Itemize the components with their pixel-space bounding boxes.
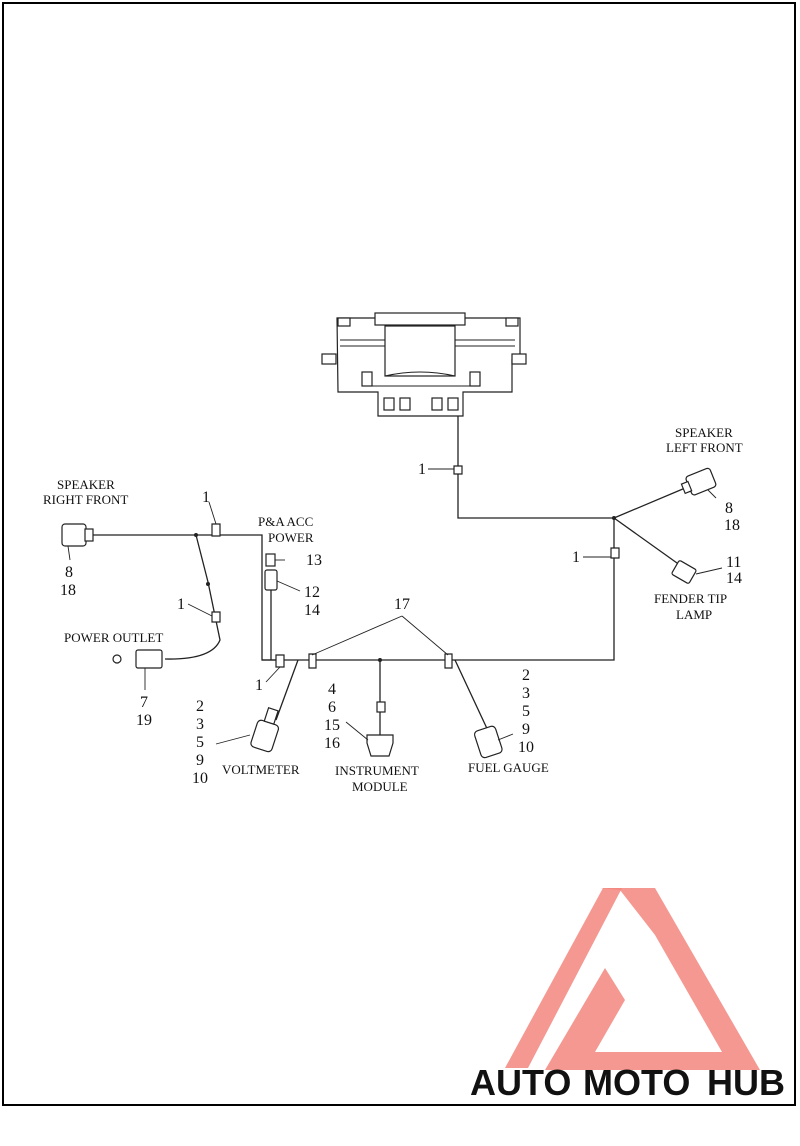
label-speaker-right-line1: SPEAKER [57, 477, 115, 492]
callout-fuel-9: 9 [522, 721, 530, 738]
leader-lines [67, 468, 723, 745]
instrument-bracket [321, 312, 527, 417]
label-instrument-line2: MODULE [352, 779, 408, 794]
callout-fuel-3: 3 [522, 685, 530, 702]
label-speaker-left-line1: SPEAKER [675, 425, 733, 440]
label-pa-acc-line2: POWER [268, 530, 314, 545]
harness-wires [92, 416, 698, 736]
connector-fuel-gauge [473, 725, 503, 759]
connector-pa-power [264, 553, 278, 591]
callout-1-left-upper: 1 [202, 489, 210, 506]
watermark-auto: AUTO [470, 1062, 571, 1103]
connector-speaker-left [680, 467, 717, 496]
callout-right-speaker-8: 8 [65, 564, 73, 581]
connector-voltmeter [250, 707, 280, 753]
connector-power-outlet [112, 649, 163, 669]
callout-fuel-10: 10 [518, 739, 534, 756]
label-pa-acc-line1: P&A ACC [258, 514, 313, 529]
callout-volt-5: 5 [196, 734, 204, 751]
callout-inst-4: 4 [328, 681, 336, 698]
logo-triangle-inner [612, 960, 700, 1040]
callout-1-top: 1 [418, 461, 426, 478]
callout-1-right: 1 [572, 549, 580, 566]
label-instrument-line1: INSTRUMENT [335, 763, 419, 778]
watermark-hub: HUB [707, 1062, 785, 1103]
callout-volt-10: 10 [192, 770, 208, 787]
label-fender-line1: FENDER TIP [654, 591, 727, 606]
label-fender-line2: LAMP [676, 607, 712, 622]
connector-instrument [366, 701, 394, 757]
label-power-outlet: POWER OUTLET [64, 630, 163, 645]
label-speaker-right-line2: RIGHT FRONT [43, 492, 128, 507]
callout-fuel-2: 2 [522, 667, 530, 684]
callout-outlet-19: 19 [136, 712, 152, 729]
watermark-moto: MOTO [583, 1062, 690, 1103]
logo-triangle-left [505, 888, 622, 1068]
callout-fender-14: 14 [726, 570, 742, 587]
connector-speaker-right [61, 523, 94, 547]
callout-inst-15: 15 [324, 717, 340, 734]
page-border [2, 2, 796, 1106]
callout-inst-6: 6 [328, 699, 336, 716]
label-voltmeter: VOLTMETER [222, 762, 300, 777]
label-speaker-left-line2: LEFT FRONT [666, 440, 743, 455]
callout-volt-2: 2 [196, 698, 204, 715]
callout-17: 17 [394, 596, 410, 613]
watermark-logo: AUTO MOTO HUB [470, 888, 785, 1103]
callout-volt-3: 3 [196, 716, 204, 733]
callout-left-speaker-8: 8 [725, 500, 733, 517]
callout-13: 13 [306, 552, 322, 569]
clips [194, 465, 620, 669]
callout-inst-16: 16 [324, 735, 340, 752]
label-fuel-gauge: FUEL GAUGE [468, 760, 549, 775]
callout-outlet-7: 7 [140, 694, 148, 711]
callout-1-bottom: 1 [255, 677, 263, 694]
callout-1-left-mid: 1 [177, 596, 185, 613]
callout-14a: 14 [304, 602, 320, 619]
callout-volt-9: 9 [196, 752, 204, 769]
callout-12: 12 [304, 584, 320, 601]
callout-left-speaker-18: 18 [724, 517, 740, 534]
logo-triangle-outer [545, 888, 760, 1070]
callout-right-speaker-18: 18 [60, 582, 76, 599]
connector-fender-lamp [671, 560, 697, 584]
callout-fender-11: 11 [726, 554, 741, 571]
callout-fuel-5: 5 [522, 703, 530, 720]
